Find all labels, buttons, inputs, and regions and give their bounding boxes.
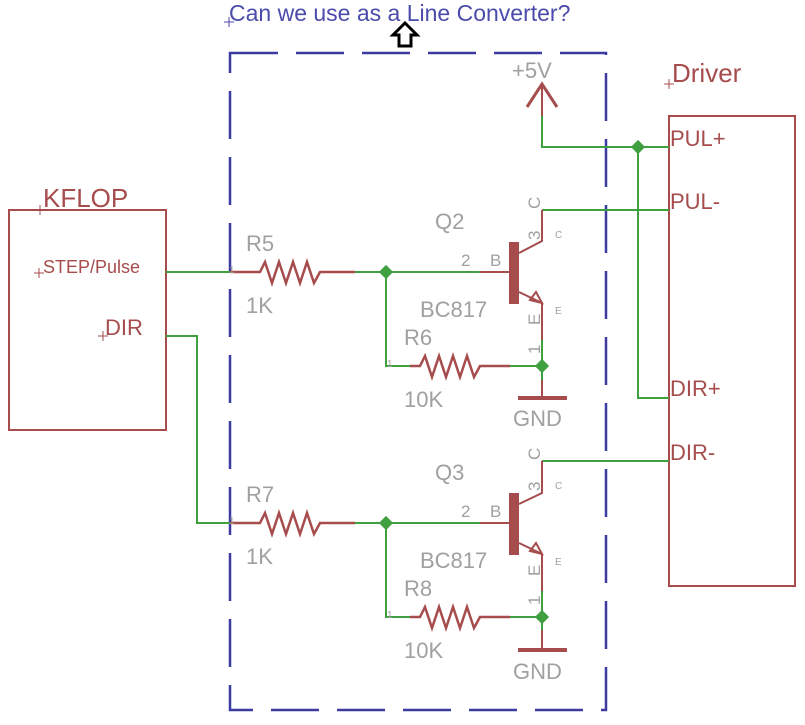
transistor-q2[interactable]: Q2 BC817 2 B 3 C 1 E C E [420, 197, 562, 354]
r8-value: 10K [404, 638, 443, 663]
schematic-title: Can we use as a Line Converter? [229, 0, 570, 26]
supply-label: +5V [512, 58, 552, 83]
driver-block[interactable]: Driver PUL+ PUL- DIR+ DIR- [664, 58, 796, 587]
ground-2: GND [513, 630, 567, 684]
q2-small-c: C [555, 230, 562, 241]
driver-pin-dir-minus: DIR- [670, 440, 715, 465]
r5-ref: R5 [246, 231, 274, 256]
r5-pin1: 1 [229, 265, 235, 276]
q3-small-c: C [555, 481, 562, 492]
up-arrow-icon [389, 20, 421, 48]
supply-5v: +5V [512, 58, 559, 116]
resistor-r5[interactable]: R5 1K 1 [229, 231, 355, 318]
r7-value: 1K [246, 544, 273, 569]
kflop-block[interactable]: KFLOP STEP/Pulse DIR [8, 183, 167, 431]
driver-name: Driver [672, 58, 742, 88]
q3-pin-b-num: 2 [461, 502, 470, 521]
q2-ref: Q2 [435, 209, 464, 234]
q3-pin-c-label: C [525, 448, 544, 460]
ground-1-label: GND [513, 406, 562, 431]
resistor-r7[interactable]: R7 1K 1 [229, 482, 355, 569]
q3-pin-e-num: 1 [525, 596, 544, 605]
title-origin-cross [224, 17, 234, 27]
ground-1: GND [513, 380, 567, 431]
r6-ref: R6 [404, 325, 432, 350]
wires [166, 116, 669, 630]
kflop-pin-dir: DIR [105, 315, 143, 340]
q3-pin-e-label: E [525, 565, 544, 576]
q2-type: BC817 [420, 297, 487, 322]
resistor-r8[interactable]: R8 10K 1 [387, 576, 510, 663]
r6-pin1: 1 [387, 359, 393, 370]
q2-pin-b-label: B [490, 251, 501, 270]
r5-value: 1K [246, 293, 273, 318]
q2-pin-e-label: E [525, 314, 544, 325]
q3-pin-c-num: 3 [525, 482, 544, 491]
r7-pin1: 1 [229, 516, 235, 527]
q3-pin-b-label: B [490, 502, 501, 521]
resistor-r6[interactable]: R6 10K 1 [387, 325, 510, 412]
junctions [378, 139, 646, 625]
ground-2-label: GND [513, 659, 562, 684]
kflop-name: KFLOP [43, 183, 128, 213]
driver-pin-dir-plus: DIR+ [670, 376, 721, 401]
dashed-frame [228, 51, 608, 712]
transistor-q3[interactable]: Q3 BC817 2 B 3 C 1 E C E [420, 448, 562, 605]
r8-ref: R8 [404, 576, 432, 601]
q3-ref: Q3 [435, 460, 464, 485]
driver-pin-pul-plus: PUL+ [670, 126, 726, 151]
r6-value: 10K [404, 387, 443, 412]
r8-pin1: 1 [387, 610, 393, 621]
driver-pin-pul-minus: PUL- [670, 189, 720, 214]
q2-small-e: E [555, 306, 562, 317]
q3-small-e: E [555, 557, 562, 568]
q2-pin-e-num: 1 [525, 345, 544, 354]
r7-ref: R7 [246, 482, 274, 507]
q2-pin-b-num: 2 [461, 251, 470, 270]
kflop-pin-step: STEP/Pulse [43, 257, 140, 277]
q2-pin-c-num: 3 [525, 231, 544, 240]
q2-pin-c-label: C [525, 197, 544, 209]
q3-type: BC817 [420, 548, 487, 573]
